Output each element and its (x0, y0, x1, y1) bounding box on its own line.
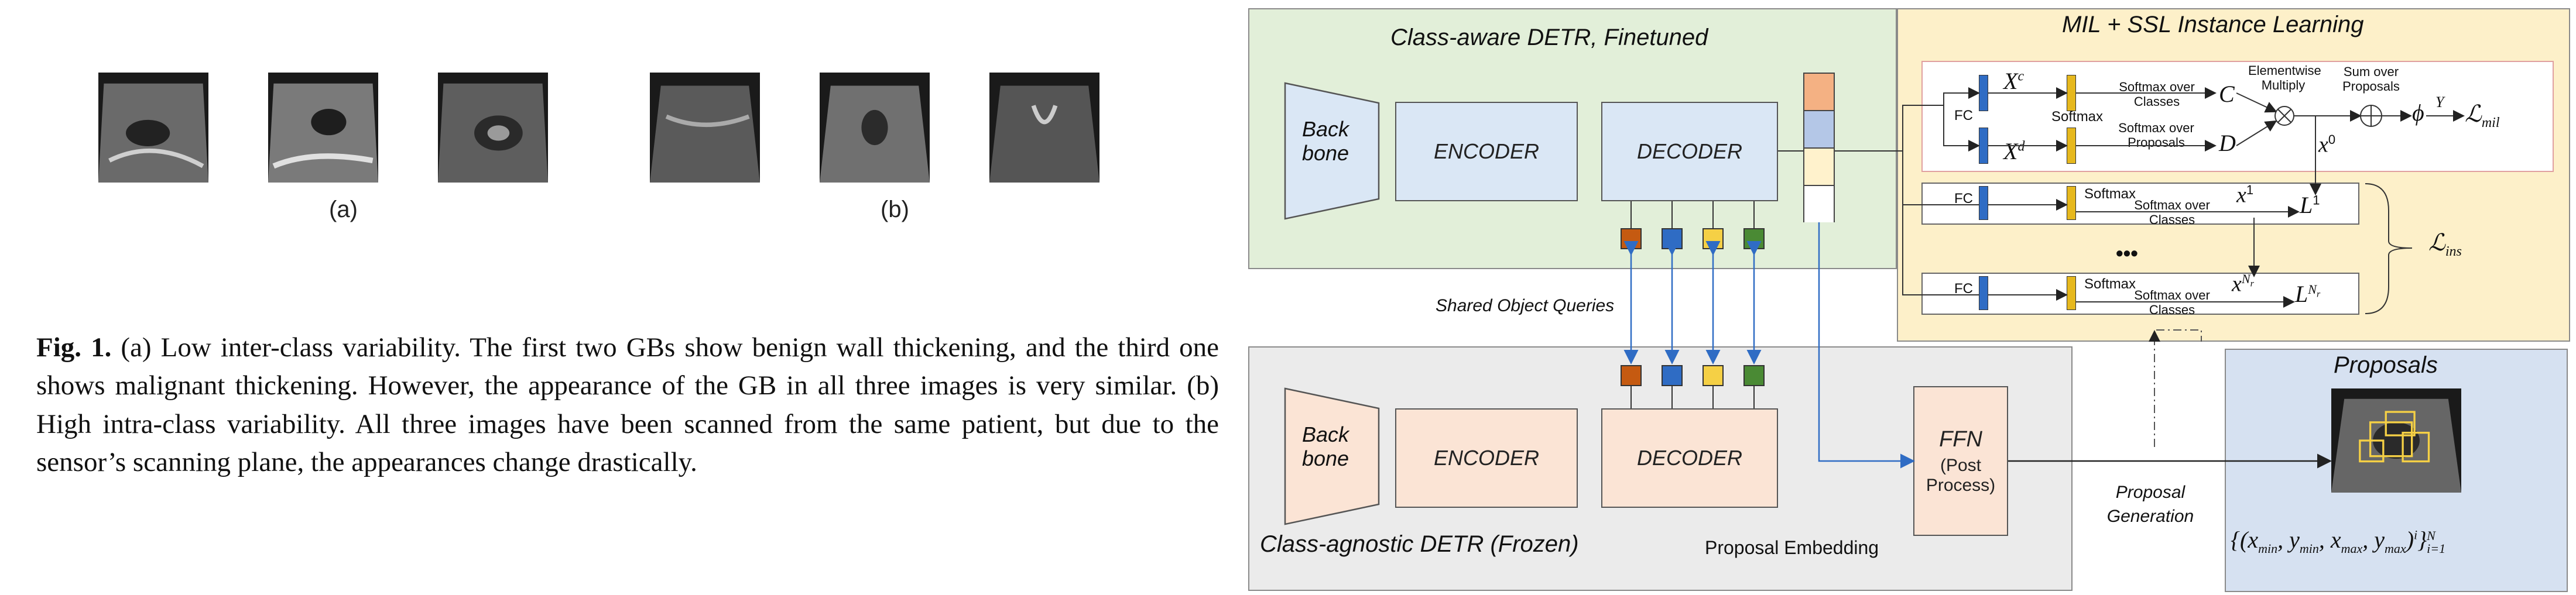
caption-label: Fig. 1. (36, 332, 112, 363)
embedding-yellow (1804, 149, 1834, 186)
ultrasound-image-a2 (268, 73, 378, 183)
x0-label: x0 (2318, 132, 2336, 157)
instance-row-nr (1921, 273, 2359, 315)
caption-text: (a) Low inter-class variability. The fir… (36, 332, 1219, 477)
query-blue-top (1662, 228, 1683, 249)
ffn-box: FFN (Post Process) (1913, 386, 2008, 536)
query-yellow-top (1703, 228, 1724, 249)
ultrasound-image-b2 (820, 73, 930, 183)
x1-label: x1 (2236, 183, 2254, 208)
softmax-label-row1: Softmax (2084, 186, 2136, 202)
l-mil-label: ℒmil (2465, 101, 2500, 130)
decoder-aware: DECODER (1601, 102, 1778, 201)
embedding-orange (1804, 74, 1834, 111)
ultrasound-image-b1 (650, 73, 760, 183)
fc-bar-classes (1979, 75, 1988, 111)
softmax-label-head: Softmax (2051, 109, 2104, 125)
backbone-agnostic-label: Back bone (1301, 422, 1349, 471)
class-agnostic-title: Class-agnostic DETR (Frozen) (1260, 531, 1579, 557)
softmax-bar-row1 (2067, 186, 2076, 220)
ultrasound-image-a1 (98, 73, 208, 183)
d-label: D (2219, 130, 2236, 156)
proposals-ultrasound-image (2331, 388, 2461, 493)
lnr-label: LNr (2295, 281, 2321, 307)
panel-a-label: (a) (329, 197, 358, 222)
panel-b-label: (b) (881, 197, 909, 222)
proposal-embedding-label: Proposal Embedding (1705, 537, 1879, 558)
xc-label: Xc (2003, 68, 2025, 94)
backbone-aware-shape (1284, 82, 1380, 220)
proposal-generation-label: Proposal Generation (2106, 483, 2194, 526)
backbone-agnostic-shape (1284, 387, 1380, 525)
query-green-bottom (1743, 365, 1765, 386)
class-aware-title: Class-aware DETR, Finetuned (1390, 25, 1708, 50)
softmax-bar-classes (2067, 75, 2076, 111)
fc-label-head: FC (1954, 108, 1973, 123)
query-orange-top (1621, 228, 1642, 249)
l1-label: L1 (2300, 192, 2320, 218)
ultrasound-image-b3 (989, 73, 1099, 183)
softmax-label-rownr: Softmax (2084, 276, 2136, 292)
softmax-classes-label: Softmax over Classes (2119, 80, 2195, 109)
c-label: C (2219, 81, 2235, 107)
softmax-classes-row1: Softmax over Classes (2134, 198, 2210, 228)
softmax-classes-rownr: Softmax over Classes (2134, 288, 2210, 318)
figure-caption: Fig. 1. (a) Low inter-class variability.… (36, 329, 1219, 481)
fc-label-row1: FC (1954, 191, 1973, 207)
encoder-aware: ENCODER (1395, 102, 1578, 201)
embedding-white (1804, 186, 1834, 222)
mil-head-box (1921, 61, 2554, 172)
ffn-label: FFN (1939, 427, 1982, 452)
fc-label-rownr: FC (1954, 281, 1973, 297)
query-blue-bottom (1662, 365, 1683, 386)
sum-over-label: Sum over Proposals (2342, 64, 2400, 94)
phi-label: ϕ (2412, 99, 2424, 126)
fc-bar-rownr (1979, 276, 1988, 310)
elementwise-label: Elementwise Multiply (2248, 63, 2321, 93)
decoder-agnostic: DECODER (1601, 408, 1778, 508)
proposals-title: Proposals (2334, 352, 2438, 378)
l-ins-label: ℒins (2428, 229, 2462, 259)
ultrasound-image-a3 (438, 73, 548, 183)
xd-label: Xd (2003, 138, 2025, 164)
mil-ssl-title: MIL + SSL Instance Learning (2062, 12, 2364, 37)
ffn-sublabel: (Post Process) (1926, 455, 1996, 495)
backbone-aware-label: Back bone (1301, 117, 1349, 166)
ellipsis-label: ••• (2116, 241, 2138, 265)
embedding-stack (1803, 73, 1835, 222)
shared-queries-label: Shared Object Queries (1436, 296, 1615, 315)
embedding-blue (1804, 111, 1834, 149)
softmax-proposals-label: Softmax over Proposals (2118, 121, 2194, 150)
query-green-top (1743, 228, 1765, 249)
xnr-label: xNr (2232, 271, 2254, 297)
query-orange-bottom (1621, 365, 1642, 386)
query-yellow-bottom (1703, 365, 1724, 386)
softmax-bar-proposals (2067, 128, 2076, 164)
fc-bar-proposals (1979, 128, 1988, 164)
instance-row-1 (1921, 183, 2359, 225)
softmax-bar-rownr (2067, 276, 2076, 310)
encoder-agnostic: ENCODER (1395, 408, 1578, 508)
fc-bar-row1 (1979, 186, 1988, 220)
y-label: Y (2435, 94, 2444, 111)
